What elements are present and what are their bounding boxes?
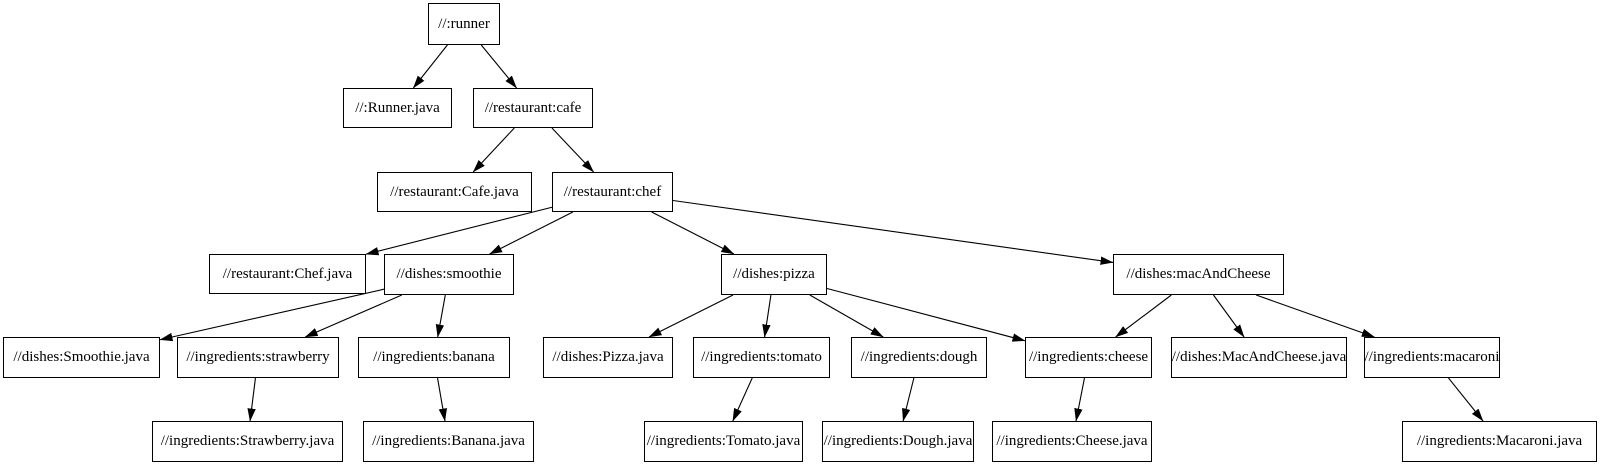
graph-node-pizza: //dishes:pizza — [721, 254, 827, 295]
graph-edge-tomato-to-tomato-java — [732, 377, 753, 422]
graph-edge-strawberry-to-strawberry-java — [247, 377, 256, 422]
graph-node-dough: //ingredients:dough — [851, 337, 987, 378]
graph-node-smoothie: //dishes:smoothie — [384, 254, 514, 295]
graph-node-chef-java: //restaurant:Chef.java — [209, 254, 366, 294]
graph-edge-cafe-to-cafe-java — [472, 127, 515, 173]
graph-edge-pizza-to-cheese — [826, 287, 1026, 342]
graph-edge-smoothie-to-smoothie-java — [159, 288, 385, 342]
graph-node-cafe-java: //restaurant:Cafe.java — [377, 172, 532, 212]
graph-edge-runner-to-cafe — [480, 44, 517, 89]
graph-edge-chef-to-pizza — [651, 211, 735, 255]
graph-node-mac-and-cheese-java: //dishes:MacAndCheese.java — [1171, 337, 1347, 378]
graph-edge-mac-and-cheese-to-cheese — [1115, 294, 1172, 338]
graph-edge-banana-to-banana-java — [436, 377, 447, 422]
graph-edge-pizza-to-pizza-java — [648, 294, 734, 338]
graph-edge-macaroni-to-macaroni-java — [1448, 377, 1484, 422]
graph-edge-smoothie-to-banana — [435, 294, 446, 338]
graph-edge-dough-to-dough-java — [902, 377, 915, 422]
graph-edge-mac-and-cheese-to-mac-and-cheese-java — [1212, 294, 1245, 338]
graph-node-cheese-java: //ingredients:Cheese.java — [992, 421, 1152, 462]
graph-edge-cafe-to-chef — [551, 127, 594, 173]
graph-node-pizza-java: //dishes:Pizza.java — [543, 337, 673, 378]
graph-edge-cheese-to-cheese-java — [1074, 377, 1086, 422]
graph-edge-smoothie-to-strawberry — [304, 294, 403, 338]
graph-edge-chef-to-chef-java — [365, 206, 553, 256]
graph-node-tomato-java: //ingredients:Tomato.java — [644, 421, 803, 462]
graph-node-cheese: //ingredients:cheese — [1025, 337, 1152, 378]
graph-node-mac-and-cheese: //dishes:macAndCheese — [1113, 254, 1284, 295]
graph-edge-pizza-to-tomato — [762, 294, 772, 338]
graph-edge-runner-to-runner-java — [412, 44, 448, 89]
graph-node-runner-java: //:Runner.java — [343, 88, 452, 128]
graph-node-banana: //ingredients:banana — [358, 337, 510, 378]
graph-node-strawberry: //ingredients:strawberry — [177, 337, 339, 378]
graph-edge-mac-and-cheese-to-macaroni — [1255, 294, 1375, 338]
graph-node-banana-java: //ingredients:Banana.java — [363, 421, 534, 462]
graph-node-runner: //:runner — [428, 3, 500, 45]
graph-node-strawberry-java: //ingredients:Strawberry.java — [152, 421, 343, 462]
graph-node-tomato: //ingredients:tomato — [693, 337, 830, 378]
graph-edge-chef-to-mac-and-cheese — [672, 199, 1114, 265]
graph-node-chef: //restaurant:chef — [552, 172, 673, 212]
graph-node-smoothie-java: //dishes:Smoothie.java — [3, 337, 160, 378]
graph-node-dough-java: //ingredients:Dough.java — [822, 421, 974, 462]
graph-node-cafe: //restaurant:cafe — [473, 88, 593, 128]
graph-edge-pizza-to-dough — [809, 294, 884, 338]
graph-node-macaroni-java: //ingredients:Macaroni.java — [1402, 421, 1597, 462]
graph-node-macaroni: //ingredients:macaroni — [1364, 337, 1500, 378]
graph-edge-chef-to-smoothie — [489, 211, 574, 255]
